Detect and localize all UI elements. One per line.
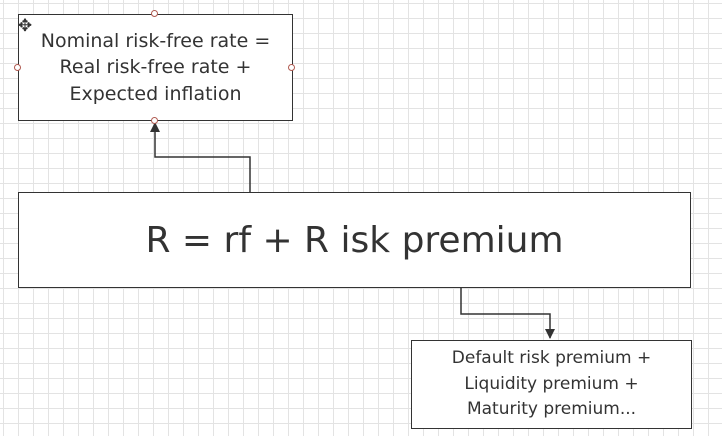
resize-handle-top-icon[interactable] xyxy=(151,10,158,17)
node-nominal-risk-free-rate[interactable]: Nominal risk-free rate = Real risk-free … xyxy=(18,14,293,121)
connector-main-to-top[interactable] xyxy=(150,122,251,192)
move-cursor-icon: ✥ xyxy=(17,16,33,36)
resize-handle-right-icon[interactable] xyxy=(288,64,295,71)
node-main-label: R = rf + R isk premium xyxy=(145,219,564,261)
connector-main-to-bottom[interactable] xyxy=(460,288,555,339)
node-bottom-label: Default risk premium + Liquidity premium… xyxy=(451,348,652,420)
node-required-return[interactable]: R = rf + R isk premium xyxy=(18,192,691,288)
resize-handle-bottom-icon[interactable] xyxy=(151,117,158,124)
node-top-label: Nominal risk-free rate = Real risk-free … xyxy=(40,29,271,105)
node-risk-premium-components[interactable]: Default risk premium + Liquidity premium… xyxy=(411,340,692,429)
resize-handle-left-icon[interactable] xyxy=(14,64,21,71)
